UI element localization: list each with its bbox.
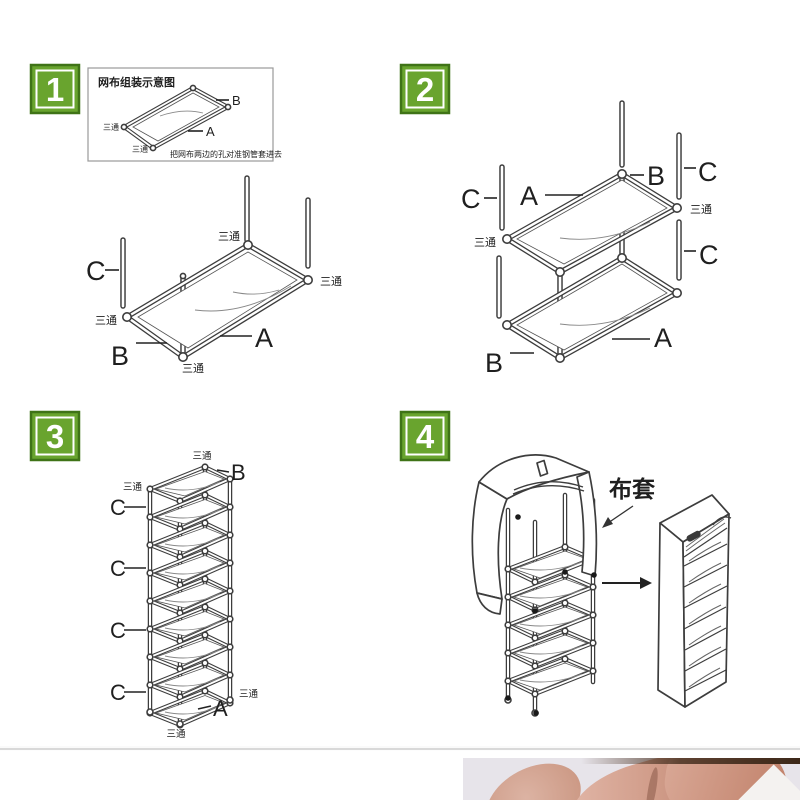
bottom-strip — [0, 744, 800, 800]
part-label-b: B — [111, 341, 129, 371]
tee-connector-label: 三通 — [103, 122, 119, 132]
product-photo-hands — [463, 758, 800, 800]
part-label-c: C — [110, 618, 126, 643]
step-1-badge: 1 — [29, 63, 81, 115]
step-2-assembly — [496, 100, 682, 363]
tee-connector-label: 三通 — [474, 236, 496, 249]
cover-pointer-arrow-icon — [602, 505, 634, 528]
step-1-shelf-frame — [120, 175, 313, 362]
step-number: 3 — [46, 418, 64, 455]
part-label-a: A — [520, 181, 538, 211]
tee-connector-label: 三通 — [132, 144, 148, 154]
part-label-a: A — [654, 323, 672, 353]
step-2-panel: 2 — [399, 63, 719, 378]
hand-finger — [473, 758, 595, 800]
part-label-c: C — [110, 556, 126, 581]
step-4-badge: 4 — [399, 410, 451, 462]
step-number: 1 — [46, 71, 64, 108]
fabric-cover-label: 布套 — [609, 476, 655, 502]
photo-top-edge — [580, 758, 800, 764]
part-label-c: C — [698, 157, 718, 187]
inset-title: 网布组装示意图 — [98, 75, 175, 89]
tube-c — [120, 175, 311, 355]
step-2-badge: 2 — [399, 63, 451, 115]
part-label-b: B — [485, 348, 503, 378]
assembly-diagram: 1 网布组装示意图 B A 三通 三通 把网布两边的孔对准钢管套进去 — [29, 63, 732, 740]
step-number: 2 — [416, 71, 434, 108]
tee-connector-label: 三通 — [95, 314, 117, 327]
part-label-c: C — [110, 495, 126, 520]
tee-connector-label: 三通 — [123, 482, 143, 493]
part-label-b: B — [232, 93, 241, 108]
step-3-panel: 3 三通 B 三通 C C C C 三通 A 三通 — [29, 410, 259, 740]
part-label-b: B — [647, 161, 665, 191]
section-divider — [0, 746, 800, 751]
step-4-panel: 4 布套 — [399, 410, 732, 717]
tee-connector-label: 三通 — [166, 729, 186, 740]
part-label-c: C — [110, 680, 126, 705]
covered-rack — [657, 494, 732, 708]
step-3-tower — [145, 462, 235, 730]
tee-connector-label: 三通 — [218, 230, 240, 243]
tee-connector-label: 三通 — [239, 689, 259, 700]
inset-note: 把网布两边的孔对准钢管套进去 — [170, 149, 282, 159]
step-3-badge: 3 — [29, 410, 81, 462]
tee-connector-label: 三通 — [320, 275, 342, 288]
tee-connector-label: 三通 — [690, 203, 712, 216]
part-label-b: B — [231, 460, 246, 485]
part-label-c: C — [461, 184, 481, 214]
part-label-a: A — [213, 696, 228, 721]
part-label-c: C — [699, 240, 719, 270]
part-label-a: A — [255, 323, 273, 353]
step-number: 4 — [416, 418, 435, 455]
fabric-cover-hood — [471, 454, 598, 615]
rack-with-cover — [471, 454, 598, 717]
cover-slot — [686, 530, 701, 542]
part-label-c: C — [86, 256, 106, 286]
tee-connector-label: 三通 — [192, 451, 212, 462]
part-label-a: A — [206, 124, 215, 139]
arrow-right-icon — [602, 577, 652, 589]
step-1-panel: 1 网布组装示意图 B A 三通 三通 把网布两边的孔对准钢管套进去 — [29, 63, 342, 375]
tee-connector-label: 三通 — [182, 362, 204, 375]
inset-diagram: 网布组装示意图 B A 三通 三通 把网布两边的孔对准钢管套进去 — [87, 67, 282, 162]
